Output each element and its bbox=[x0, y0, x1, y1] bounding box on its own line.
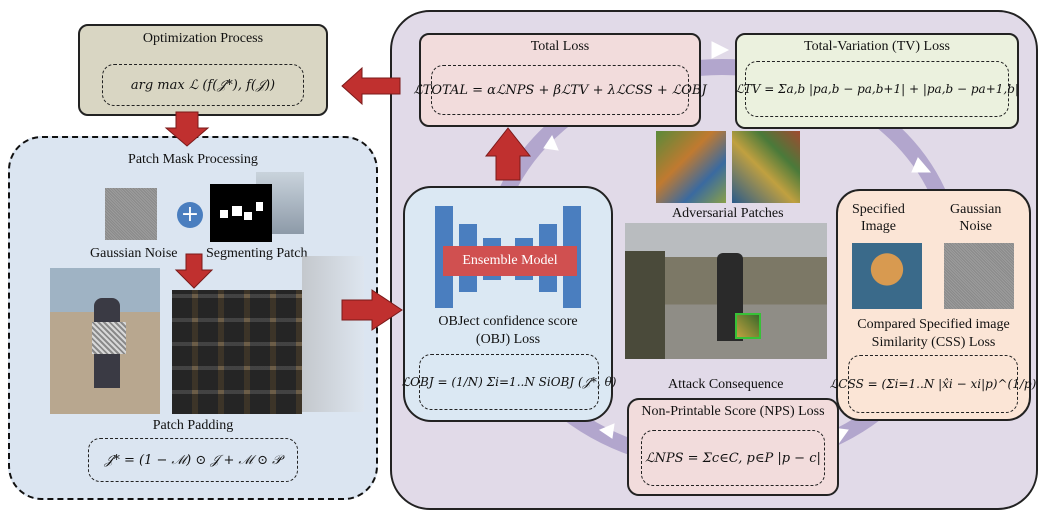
cycle-arrow-bottom-left bbox=[598, 423, 615, 439]
ensemble-model-label-bg: Ensemble Model bbox=[443, 246, 577, 276]
optimization-formula-box: arg max ℒ (f(𝒥*), f(𝒥)) bbox=[102, 64, 304, 106]
obj-loss-box: Ensemble Model OBJect confidence score (… bbox=[402, 186, 616, 422]
nps-title: Non-Printable Score (NPS) Loss bbox=[641, 404, 825, 419]
obj-title-line1: OBJect confidence score bbox=[438, 314, 578, 329]
arrow-optimization-to-patch bbox=[164, 111, 210, 147]
patch-padding-formula: 𝒥* = (1 − ℳ) ⊙ 𝒥 + ℳ ⊙ 𝒫 bbox=[104, 452, 282, 468]
patch-mask-title: Patch Mask Processing bbox=[128, 152, 258, 167]
nps-formula-box: ℒNPS = Σc∈C, p∈P |p − c| bbox=[641, 430, 825, 486]
specified-image bbox=[852, 243, 922, 309]
obj-formula-box: ℒOBJ = (1/N) Σi=1..N SiOBJ (𝒥*, θ) bbox=[402, 354, 616, 410]
nps-loss-box: Non-Printable Score (NPS) Loss ℒNPS = Σc… bbox=[627, 398, 839, 496]
patch-padding-title: Patch Padding bbox=[152, 418, 234, 433]
tv-loss-title: Total-Variation (TV) Loss bbox=[804, 39, 950, 54]
cycle-arrow-top bbox=[711, 41, 730, 59]
css-loss-box: Specified Image Gaussian Noise Compared … bbox=[830, 189, 1036, 421]
optimization-process-box: Optimization Process arg max ℒ (f(𝒥*), f… bbox=[78, 24, 328, 116]
arrow-total-to-optimization bbox=[341, 66, 401, 106]
nps-formula: ℒNPS = Σc∈C, p∈P |p − c| bbox=[645, 450, 821, 466]
obj-title-line2: (OBJ) Loss bbox=[475, 332, 541, 347]
person-beach-photo bbox=[50, 268, 160, 414]
total-loss-formula-box: ℒTOTAL = αℒNPS + βℒTV + λℒCSS + ℒOBJ bbox=[413, 65, 707, 115]
cycle-arrow-right bbox=[911, 157, 932, 173]
arrow-obj-to-total bbox=[484, 127, 532, 181]
specified-image-label: Specified Image bbox=[852, 202, 905, 234]
adversarial-patch-2 bbox=[732, 131, 800, 203]
segmenting-patch-label: Segmenting Patch bbox=[206, 246, 308, 261]
total-loss-box: Total Loss ℒTOTAL = αℒNPS + βℒTV + λℒCSS… bbox=[413, 33, 707, 127]
css-formula: ℒCSS = (Σi=1..N |x̂i − xi|p)^(1/p) bbox=[829, 377, 1037, 391]
total-loss-formula: ℒTOTAL = αℒNPS + βℒTV + λℒCSS + ℒOBJ bbox=[413, 82, 707, 98]
tv-loss-formula-box: ℒTV = Σa,b |pa,b − pa,b+1| + |pa,b − pa+… bbox=[735, 61, 1019, 117]
css-title-line1: Compared Specified image bbox=[857, 317, 1010, 332]
gaussian-noise-image-css bbox=[944, 243, 1014, 309]
gaussian-noise-image bbox=[105, 188, 157, 240]
padded-patch-grid-fade bbox=[302, 256, 364, 412]
tv-loss-box: Total-Variation (TV) Loss ℒTV = Σa,b |pa… bbox=[735, 33, 1019, 129]
arrow-patch-to-obj bbox=[341, 289, 403, 331]
segmenting-mask-image bbox=[210, 184, 272, 242]
arrow-segment-to-padding bbox=[174, 253, 214, 289]
optimization-title: Optimization Process bbox=[142, 31, 264, 46]
adversarial-patches-label: Adversarial Patches bbox=[672, 206, 784, 221]
obj-formula: ℒOBJ = (1/N) Σi=1..N SiOBJ (𝒥*, θ) bbox=[401, 374, 617, 389]
css-formula-box: ℒCSS = (Σi=1..N |x̂i − xi|p)^(1/p) bbox=[830, 355, 1036, 413]
attack-consequence-label: Attack Consequence bbox=[668, 377, 784, 392]
gaussian-noise-label: Gaussian Noise bbox=[90, 246, 178, 261]
patch-mask-panel: Patch Mask Processing + Gaussian Noise S… bbox=[8, 136, 378, 500]
adversarial-patch-1 bbox=[656, 131, 726, 203]
tv-loss-formula: ℒTV = Σa,b |pa,b − pa,b+1| + |pa,b − pa+… bbox=[735, 82, 1019, 96]
cycle-arrow-left bbox=[543, 134, 559, 151]
plus-icon: + bbox=[177, 202, 203, 228]
padded-patch-grid bbox=[172, 290, 302, 414]
total-loss-title: Total Loss bbox=[530, 39, 590, 54]
optimization-formula: arg max ℒ (f(𝒥*), f(𝒥)) bbox=[130, 77, 276, 93]
gaussian-noise-label-css: Gaussian Noise bbox=[950, 202, 1002, 234]
attack-consequence-photo bbox=[625, 223, 827, 359]
patch-padding-formula-box: 𝒥* = (1 − ℳ) ⊙ 𝒥 + ℳ ⊙ 𝒫 bbox=[88, 438, 298, 482]
css-title-line2: Similarity (CSS) Loss bbox=[871, 335, 996, 350]
